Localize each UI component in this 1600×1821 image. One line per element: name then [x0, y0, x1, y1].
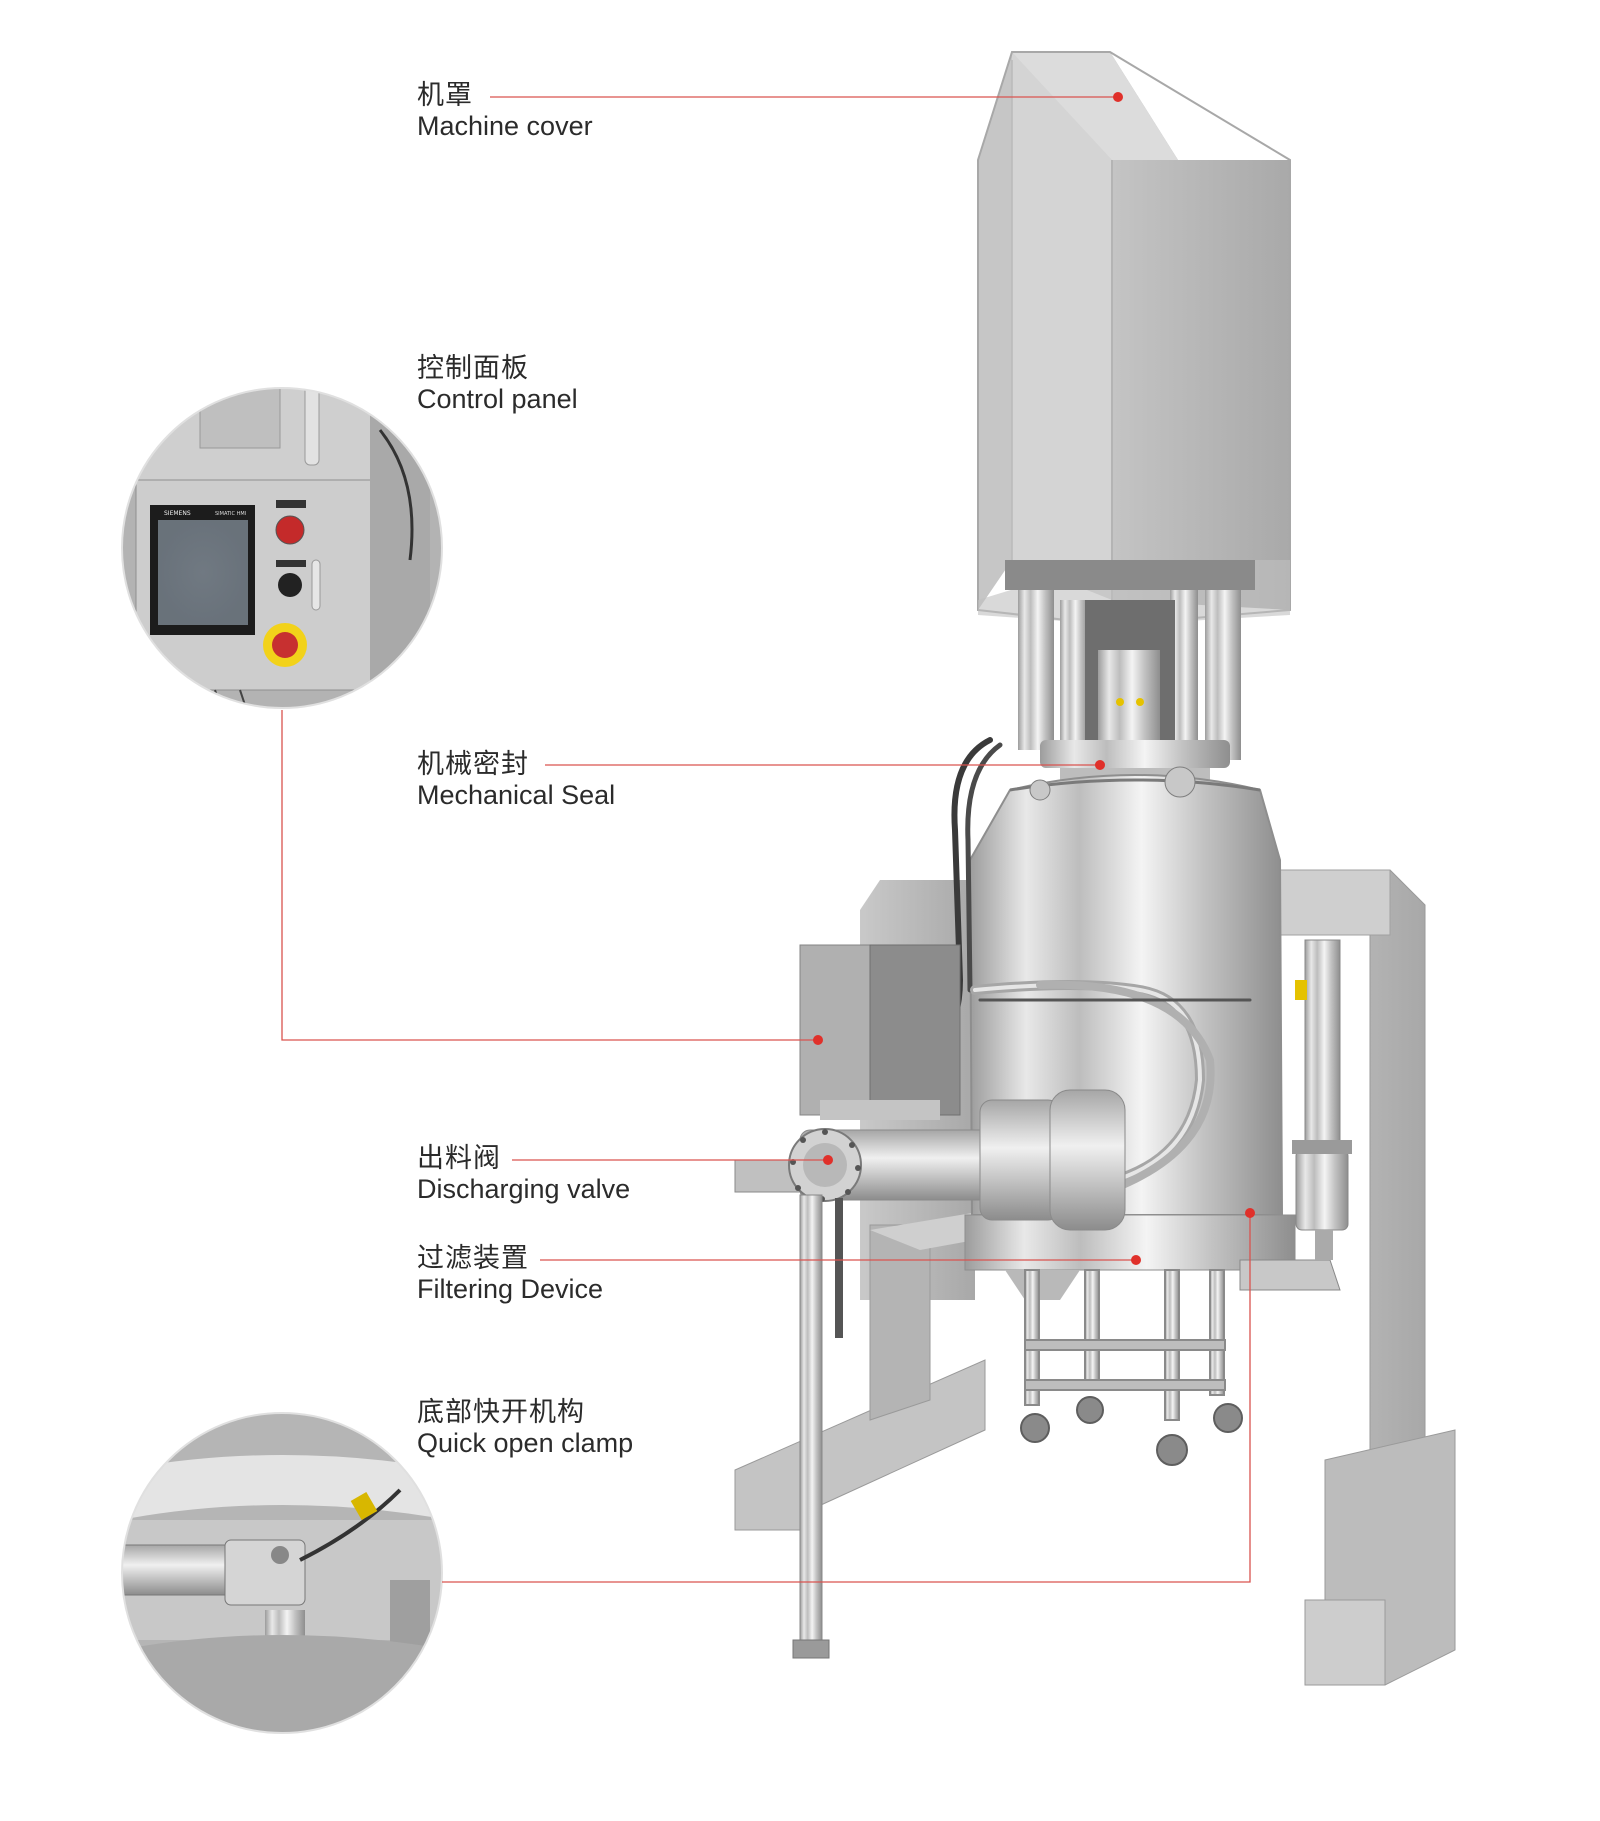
- electrical-cabinet: [799, 944, 961, 1120]
- front-leg: [792, 1194, 843, 1659]
- hmi-brand-text: SIEMENS: [164, 510, 191, 517]
- discharge-valve-part: [734, 1089, 1126, 1231]
- marker-filtering-device: [1131, 1255, 1141, 1265]
- label-filtering-device: 过滤装置 Filtering Device: [417, 1243, 603, 1305]
- lift-cylinder: [1239, 939, 1352, 1291]
- control-panel-inset: SIEMENS SIMATIC HMI: [121, 387, 443, 709]
- label-quick-open-clamp-en: Quick open clamp: [417, 1428, 634, 1459]
- label-machine-cover-en: Machine cover: [417, 111, 593, 142]
- label-control-panel-cn: 控制面板: [417, 353, 529, 384]
- marker-dots: [813, 92, 1255, 1265]
- label-quick-open-clamp-cn: 底部快开机构: [417, 1397, 585, 1428]
- marker-discharging-valve: [823, 1155, 833, 1165]
- trolley: [1020, 1269, 1243, 1466]
- label-filtering-device-cn: 过滤装置: [417, 1243, 529, 1274]
- label-mechanical-seal-cn: 机械密封: [417, 749, 529, 780]
- label-discharging-valve-en: Discharging valve: [417, 1174, 631, 1205]
- machine-cover-part: [977, 51, 1291, 627]
- marker-control-panel: [813, 1035, 823, 1045]
- label-machine-cover: 机罩 Machine cover: [417, 80, 593, 142]
- label-control-panel: 控制面板 Control panel: [417, 353, 578, 415]
- label-discharging-valve-cn: 出料阀: [417, 1143, 501, 1174]
- leader-lines: [281, 96, 1251, 1583]
- quick-open-clamp-inset: [121, 1412, 443, 1734]
- hmi-model-text: SIMATIC HMI: [215, 511, 246, 517]
- label-machine-cover-cn: 机罩: [417, 80, 473, 111]
- label-mechanical-seal-en: Mechanical Seal: [417, 780, 616, 811]
- leader-quick-open-clamp: [442, 1213, 1251, 1583]
- leader-control-panel: [281, 710, 818, 1041]
- label-filtering-device-en: Filtering Device: [417, 1274, 604, 1305]
- label-control-panel-en: Control panel: [417, 384, 578, 415]
- drive-assembly: [1005, 560, 1255, 798]
- marker-quick-open-clamp: [1245, 1208, 1255, 1218]
- label-mechanical-seal: 机械密封 Mechanical Seal: [417, 749, 615, 811]
- label-quick-open-clamp: 底部快开机构 Quick open clamp: [417, 1397, 633, 1459]
- marker-mechanical-seal: [1095, 760, 1105, 770]
- marker-machine-cover: [1113, 92, 1123, 102]
- label-discharging-valve: 出料阀 Discharging valve: [417, 1143, 630, 1205]
